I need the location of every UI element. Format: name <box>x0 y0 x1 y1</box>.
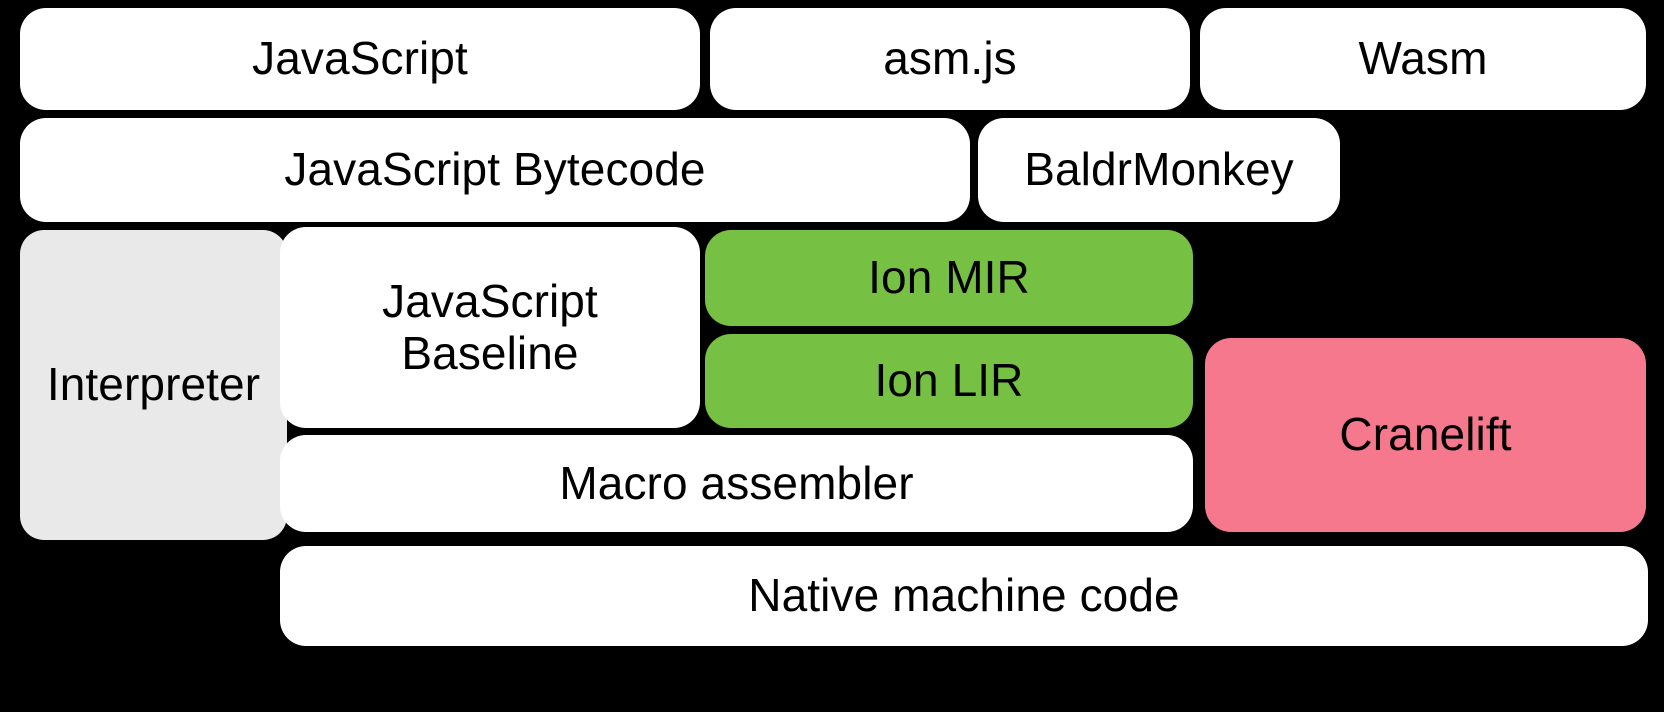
node-native-machine-code-label: Native machine code <box>748 569 1180 622</box>
node-ion-lir: Ion LIR <box>705 334 1193 428</box>
node-native-machine-code: Native machine code <box>280 546 1648 646</box>
node-ion-mir: Ion MIR <box>705 230 1193 326</box>
node-interpreter-label: Interpreter <box>46 358 261 411</box>
node-cranelift-label: Cranelift <box>1339 408 1512 461</box>
node-asmjs: asm.js <box>710 8 1190 110</box>
node-ion-lir-label: Ion LIR <box>874 354 1024 407</box>
node-macro-assembler-label: Macro assembler <box>559 456 914 509</box>
node-javascript-baseline: JavaScript Baseline <box>280 227 700 428</box>
node-cranelift: Cranelift <box>1205 338 1646 532</box>
node-interpreter: Interpreter <box>20 230 287 540</box>
node-wasm: Wasm <box>1200 8 1646 110</box>
node-macro-assembler: Macro assembler <box>280 435 1193 532</box>
node-wasm-label: Wasm <box>1358 32 1488 85</box>
node-javascript-baseline-label: JavaScript Baseline <box>382 274 598 379</box>
node-baldrmonkey-label: BaldrMonkey <box>1024 143 1294 196</box>
node-asmjs-label: asm.js <box>883 32 1017 85</box>
node-javascript: JavaScript <box>20 8 700 110</box>
node-javascript-bytecode-label: JavaScript Bytecode <box>284 143 706 196</box>
node-javascript-bytecode: JavaScript Bytecode <box>20 118 970 222</box>
node-ion-mir-label: Ion MIR <box>868 251 1030 304</box>
node-javascript-label: JavaScript <box>252 32 468 85</box>
node-baldrmonkey: BaldrMonkey <box>978 118 1340 222</box>
